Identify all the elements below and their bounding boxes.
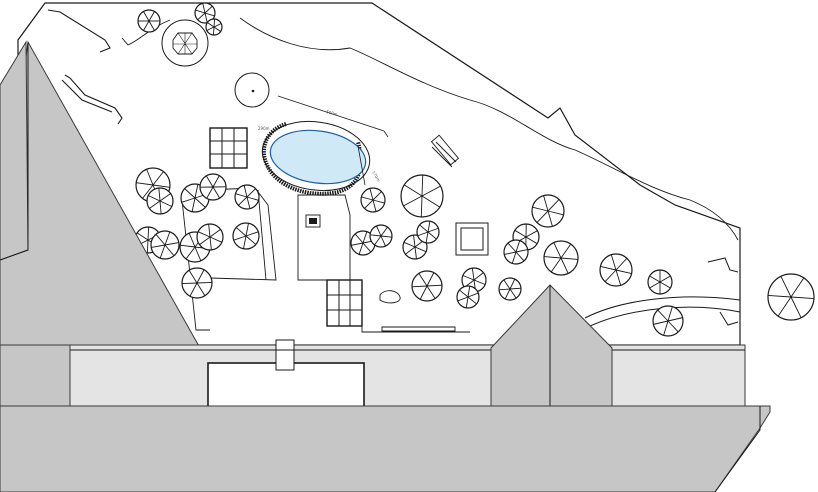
tree-icon <box>543 240 579 276</box>
tree-icon <box>181 267 213 299</box>
tree-icon <box>400 174 444 218</box>
pergola-grid-upper <box>209 127 248 169</box>
building-south-main-roof <box>0 405 771 492</box>
tree-icon <box>234 184 260 210</box>
tree-icon <box>416 220 440 244</box>
tree-group <box>134 2 815 337</box>
tree-icon <box>531 194 565 228</box>
tree-icon <box>137 9 161 33</box>
tree-icon <box>150 230 180 260</box>
building-north-west-roof <box>0 40 201 349</box>
tree-icon <box>652 305 684 337</box>
dimension-label: 500m <box>326 109 338 117</box>
octagon-pavilion <box>161 19 209 67</box>
east-edge <box>707 257 739 326</box>
tree-icon <box>360 187 386 213</box>
seating-area <box>305 214 321 228</box>
tree-icon <box>194 2 216 24</box>
tree-icon <box>369 224 393 248</box>
tree-icon <box>205 18 223 36</box>
picnic-table <box>430 134 460 168</box>
tree-icon <box>498 277 522 301</box>
dimension-label: 290m <box>258 126 270 131</box>
tree-icon <box>503 239 529 265</box>
pool-water <box>269 129 367 185</box>
tree-icon <box>196 223 224 251</box>
tree-icon <box>232 222 260 250</box>
tree-icon <box>146 187 174 215</box>
tree-icon <box>456 285 480 309</box>
planter-box <box>455 222 489 256</box>
tree-icon <box>767 273 815 321</box>
pergola-grid-lower <box>326 279 363 327</box>
building-south-wing <box>0 339 746 409</box>
tree-icon <box>199 173 227 201</box>
terrain-contour <box>121 17 739 241</box>
round-gazebo <box>234 72 270 108</box>
tree-icon <box>411 270 443 302</box>
swimming-pool: 500m 290m 170m <box>258 95 389 196</box>
gate-wall <box>47 9 123 125</box>
tree-icon <box>599 253 633 287</box>
dimension-label: 170m <box>371 170 381 183</box>
building-south-gable-roof <box>490 284 613 409</box>
tree-icon <box>647 269 673 295</box>
tree-icon <box>350 230 376 256</box>
rock <box>379 290 401 304</box>
